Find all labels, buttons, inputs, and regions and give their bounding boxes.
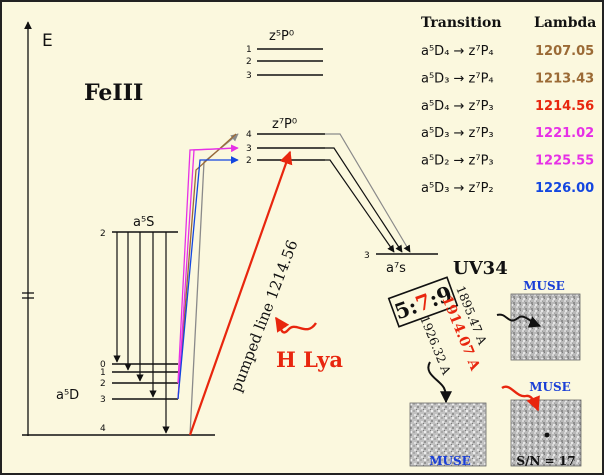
snr-label: S/N = 17 [516, 454, 575, 468]
level-a5d-j0: 0 [100, 360, 106, 370]
a5s-decay-arrows [113, 232, 170, 434]
table-row-lambda: 1225.55 [535, 154, 594, 169]
muse-image-top: MUSE [496, 279, 581, 361]
table-header-lambda: Lambda [534, 15, 596, 31]
muse-mid-label: MUSE [529, 380, 571, 394]
line-1213-brown [177, 133, 237, 400]
table-row-lambda: 1214.56 [535, 99, 594, 114]
detected-source-dot [544, 432, 550, 438]
table-row-transition: a⁵D₄ → z⁷P₄ [421, 44, 494, 59]
level-z5p0-j2: 2 [246, 57, 252, 67]
level-a5d-j1: 1 [100, 368, 106, 378]
table-row-transition: a⁵D₂ → z⁷P₃ [421, 154, 494, 169]
ion-label: FeIII [84, 80, 143, 106]
table-row-lambda: 1207.05 [535, 44, 594, 59]
hlya-label: H Lya [276, 347, 343, 372]
level-a5d-label: a⁵D [56, 388, 79, 403]
level-a5d: 0 1 2 3 4 a⁵D [22, 360, 215, 436]
muse-top-wavy-arrow [496, 313, 542, 328]
level-a5s-j2: 2 [100, 229, 106, 239]
hlya-wavy-arrow [274, 316, 317, 334]
level-a5s-label: a⁵S [133, 215, 154, 230]
level-a7s-j3: 3 [364, 251, 370, 261]
level-z7p0-label: z⁷P⁰ [272, 117, 297, 132]
level-z5p0-j3: 3 [246, 71, 252, 81]
level-a5d-j3: 3 [100, 395, 106, 405]
line-1225-magenta [177, 147, 237, 384]
level-z5p0-label: z⁵P⁰ [269, 29, 294, 44]
excitation-lines [177, 133, 293, 436]
level-a5d-j4: 4 [100, 424, 106, 434]
energy-axis-label: E [42, 31, 53, 51]
muse-bottom-right-wavy-arrow [501, 385, 540, 412]
level-z7p0-j4: 4 [246, 130, 252, 140]
muse-bottom-left-label: MUSE [429, 454, 471, 468]
table-row-transition: a⁵D₃ → z⁷P₃ [421, 126, 494, 141]
level-z5p0: z⁵P⁰ 1 2 3 [246, 29, 323, 81]
z7p0-decay-arrows [325, 133, 411, 253]
level-z7p0-j3: 3 [246, 144, 252, 154]
pumped-line-arrow [188, 150, 293, 436]
table-row-transition: a⁵D₃ → z⁷P₄ [421, 71, 494, 86]
muse-image-bottom-right: MUSE S/N = 17 [501, 380, 582, 468]
transition-table: Transition Lambda a⁵D₄ → z⁷P₄ 1207.05 a⁵D₃… [421, 15, 596, 196]
table-rows: a⁵D₄ → z⁷P₄ 1207.05 a⁵D₃ → z⁷P₄ 1213.43 a⁵D₄… [421, 44, 594, 196]
line-1226-blue [177, 156, 239, 400]
level-z5p0-j1: 1 [246, 45, 252, 55]
muse-image-bottom-left: MUSE [409, 361, 487, 468]
table-row-lambda: 1213.43 [535, 71, 594, 86]
level-a5s: a⁵S 2 [100, 215, 178, 239]
level-z7p0: z⁷P⁰ 4 3 2 [246, 117, 325, 166]
level-z7p0-j2: 2 [246, 156, 252, 166]
energy-axis: E [22, 21, 53, 436]
table-row-transition: a⁵D₃ → z⁷P₂ [421, 181, 494, 196]
table-row-lambda: 1221.02 [535, 126, 594, 141]
muse-top-label: MUSE [523, 279, 565, 293]
level-a7s-label: a⁷s [386, 261, 406, 276]
muse-bottom-left-wavy-arrow [427, 361, 452, 404]
level-a7s: 3 a⁷s [364, 251, 438, 276]
table-row-lambda: 1226.00 [535, 181, 594, 196]
level-a5d-j2: 2 [100, 379, 106, 389]
table-row-transition: a⁵D₄ → z⁷P₃ [421, 99, 494, 114]
line-1221-magenta [177, 144, 239, 400]
table-header-transition: Transition [421, 15, 502, 31]
uv34-label: UV34 [453, 258, 508, 279]
